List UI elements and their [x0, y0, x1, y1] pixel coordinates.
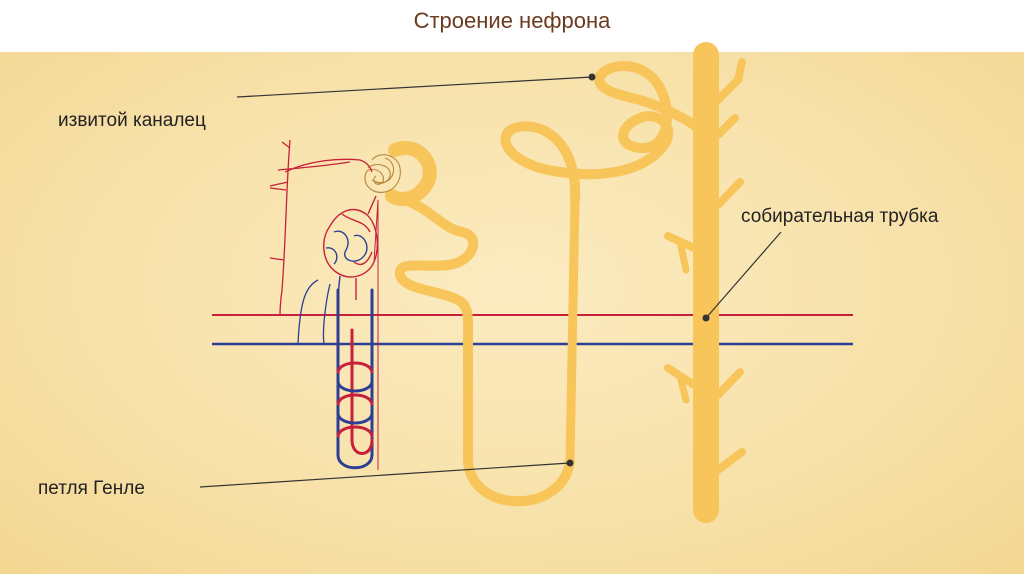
glomerulus — [364, 154, 401, 193]
dot-collecting-duct — [702, 314, 710, 322]
efferent-network — [323, 195, 379, 470]
label-convoluted-tubule: извитой каналец — [58, 110, 206, 131]
dot-loop-of-henle — [566, 459, 574, 467]
vasa-recta — [336, 288, 374, 470]
leader-convoluted-tubule — [236, 76, 593, 98]
page-title: Строение нефрона — [413, 8, 611, 33]
leader-loop-of-henle — [199, 462, 571, 488]
nephron-tubule — [385, 61, 702, 507]
leader-lines — [199, 76, 782, 488]
dot-convoluted-tubule — [588, 73, 596, 81]
diagram-background — [0, 52, 1024, 574]
label-collecting-duct: собирательная трубка — [741, 206, 939, 227]
leader-dots — [566, 73, 710, 467]
label-loop-of-henle: петля Генле — [38, 478, 145, 499]
collecting-duct — [664, 42, 746, 523]
glomerulus-vessels — [269, 141, 373, 187]
leader-collecting-duct — [705, 231, 782, 319]
veins-left — [269, 139, 331, 345]
